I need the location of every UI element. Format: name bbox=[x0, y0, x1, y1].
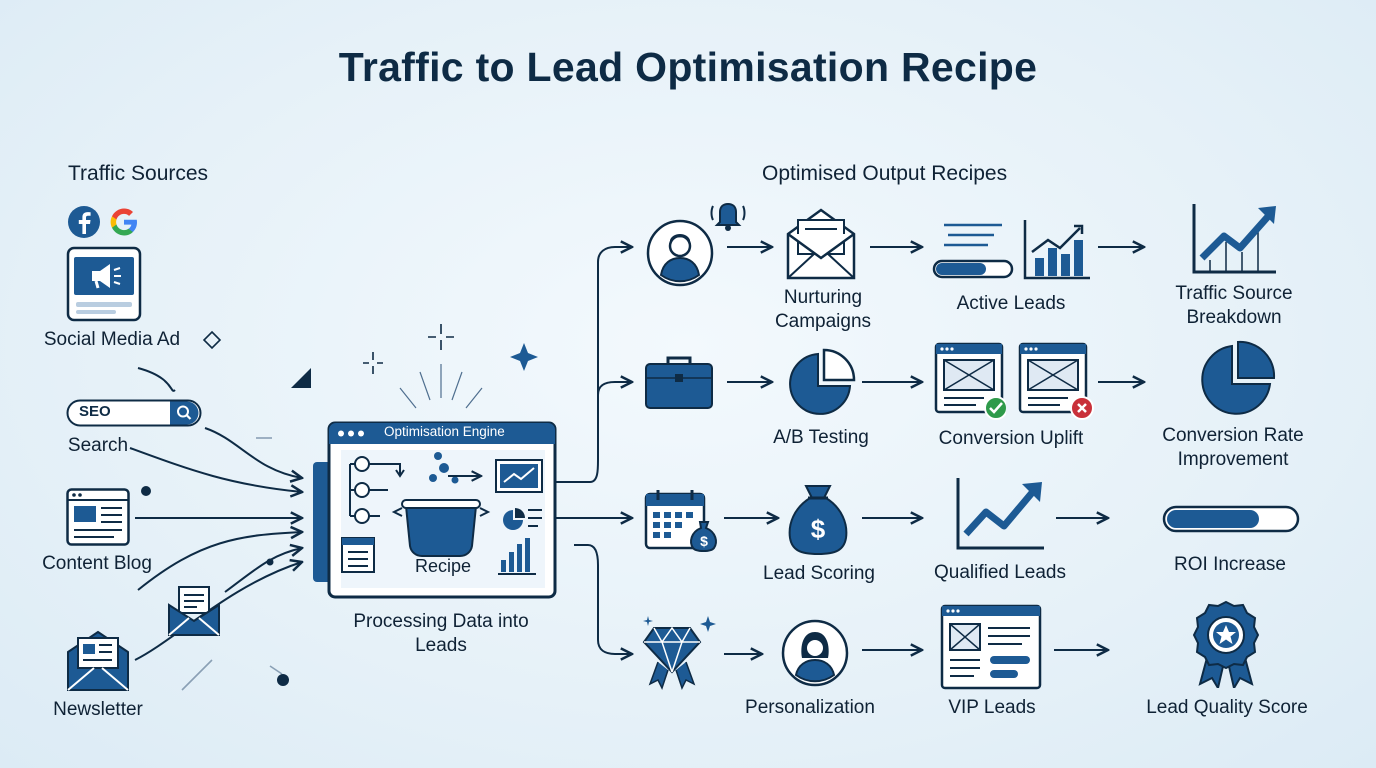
browser-icon bbox=[1018, 342, 1094, 420]
engine-caption: Processing Data into Leads bbox=[353, 611, 529, 656]
section-traffic-sources: Traffic Sources bbox=[68, 162, 209, 185]
label-roi-increase: ROI Increase bbox=[1174, 554, 1286, 575]
label-traffic-source-breakdown: Traffic Source Breakdown bbox=[1175, 283, 1293, 328]
decorative-sparkles bbox=[181, 324, 483, 691]
page-title: Traffic to Lead Optimisation Recipe bbox=[338, 44, 1038, 90]
bar-chart-icon bbox=[1023, 220, 1090, 280]
google-icon bbox=[110, 208, 137, 236]
calendar-icon: $ bbox=[644, 490, 717, 552]
search-bar: SEO bbox=[66, 399, 202, 427]
engine-workflow-graphic bbox=[341, 452, 543, 575]
section-output-recipes: Optimised Output Recipes bbox=[762, 162, 1008, 185]
search-box-text: SEO bbox=[79, 403, 111, 420]
diamond-icon bbox=[642, 616, 716, 690]
trend-chart-icon bbox=[1192, 204, 1276, 274]
megaphone-icon bbox=[66, 246, 142, 322]
svg-text:$: $ bbox=[700, 533, 708, 549]
label-lead-scoring: Lead Scoring bbox=[763, 563, 875, 584]
progress-bar-icon bbox=[1162, 505, 1300, 533]
envelope-icon bbox=[786, 208, 856, 280]
cooking-pot-icon bbox=[391, 452, 491, 557]
blog-icon bbox=[66, 488, 130, 546]
label-social-media-ad: Social Media Ad bbox=[43, 329, 181, 350]
envelope-icon bbox=[168, 586, 220, 636]
label-active-leads: Active Leads bbox=[956, 293, 1066, 314]
label-ab-testing: A/B Testing bbox=[773, 427, 869, 448]
newsletter-icon bbox=[67, 630, 129, 691]
trend-chart-icon bbox=[956, 478, 1044, 550]
label-content-blog: Content Blog bbox=[42, 553, 152, 574]
label-nurturing-campaigns: Nurturing Campaigns bbox=[774, 287, 872, 332]
engine-header-title: Optimisation Engine bbox=[384, 424, 505, 439]
pie-chart-icon bbox=[1201, 340, 1276, 415]
svg-text:$: $ bbox=[811, 514, 826, 544]
browser-icon bbox=[934, 342, 1006, 420]
browser-icon bbox=[940, 604, 1042, 690]
pie-chart-icon bbox=[789, 348, 856, 415]
label-qualified-leads: Qualified Leads bbox=[933, 562, 1067, 583]
label-conversion-rate-improvement: Conversion Rate Improvement bbox=[1162, 425, 1304, 470]
briefcase-icon bbox=[645, 356, 713, 409]
user-icon bbox=[646, 219, 714, 287]
label-conversion-uplift: Conversion Uplift bbox=[938, 428, 1084, 449]
engine-recipe-label: Recipe bbox=[414, 556, 472, 576]
label-lead-quality-score: Lead Quality Score bbox=[1146, 697, 1308, 718]
label-vip-leads: VIP Leads bbox=[948, 697, 1036, 718]
bell-icon bbox=[710, 202, 746, 231]
label-personalization: Personalization bbox=[745, 697, 875, 718]
progress-bar-icon bbox=[932, 223, 1014, 279]
label-search: Search bbox=[67, 435, 129, 456]
money-bag-icon: $ bbox=[788, 485, 848, 556]
label-newsletter: Newsletter bbox=[53, 699, 143, 720]
award-badge-icon bbox=[1192, 600, 1260, 688]
facebook-icon bbox=[68, 206, 100, 238]
user-icon bbox=[781, 619, 849, 687]
